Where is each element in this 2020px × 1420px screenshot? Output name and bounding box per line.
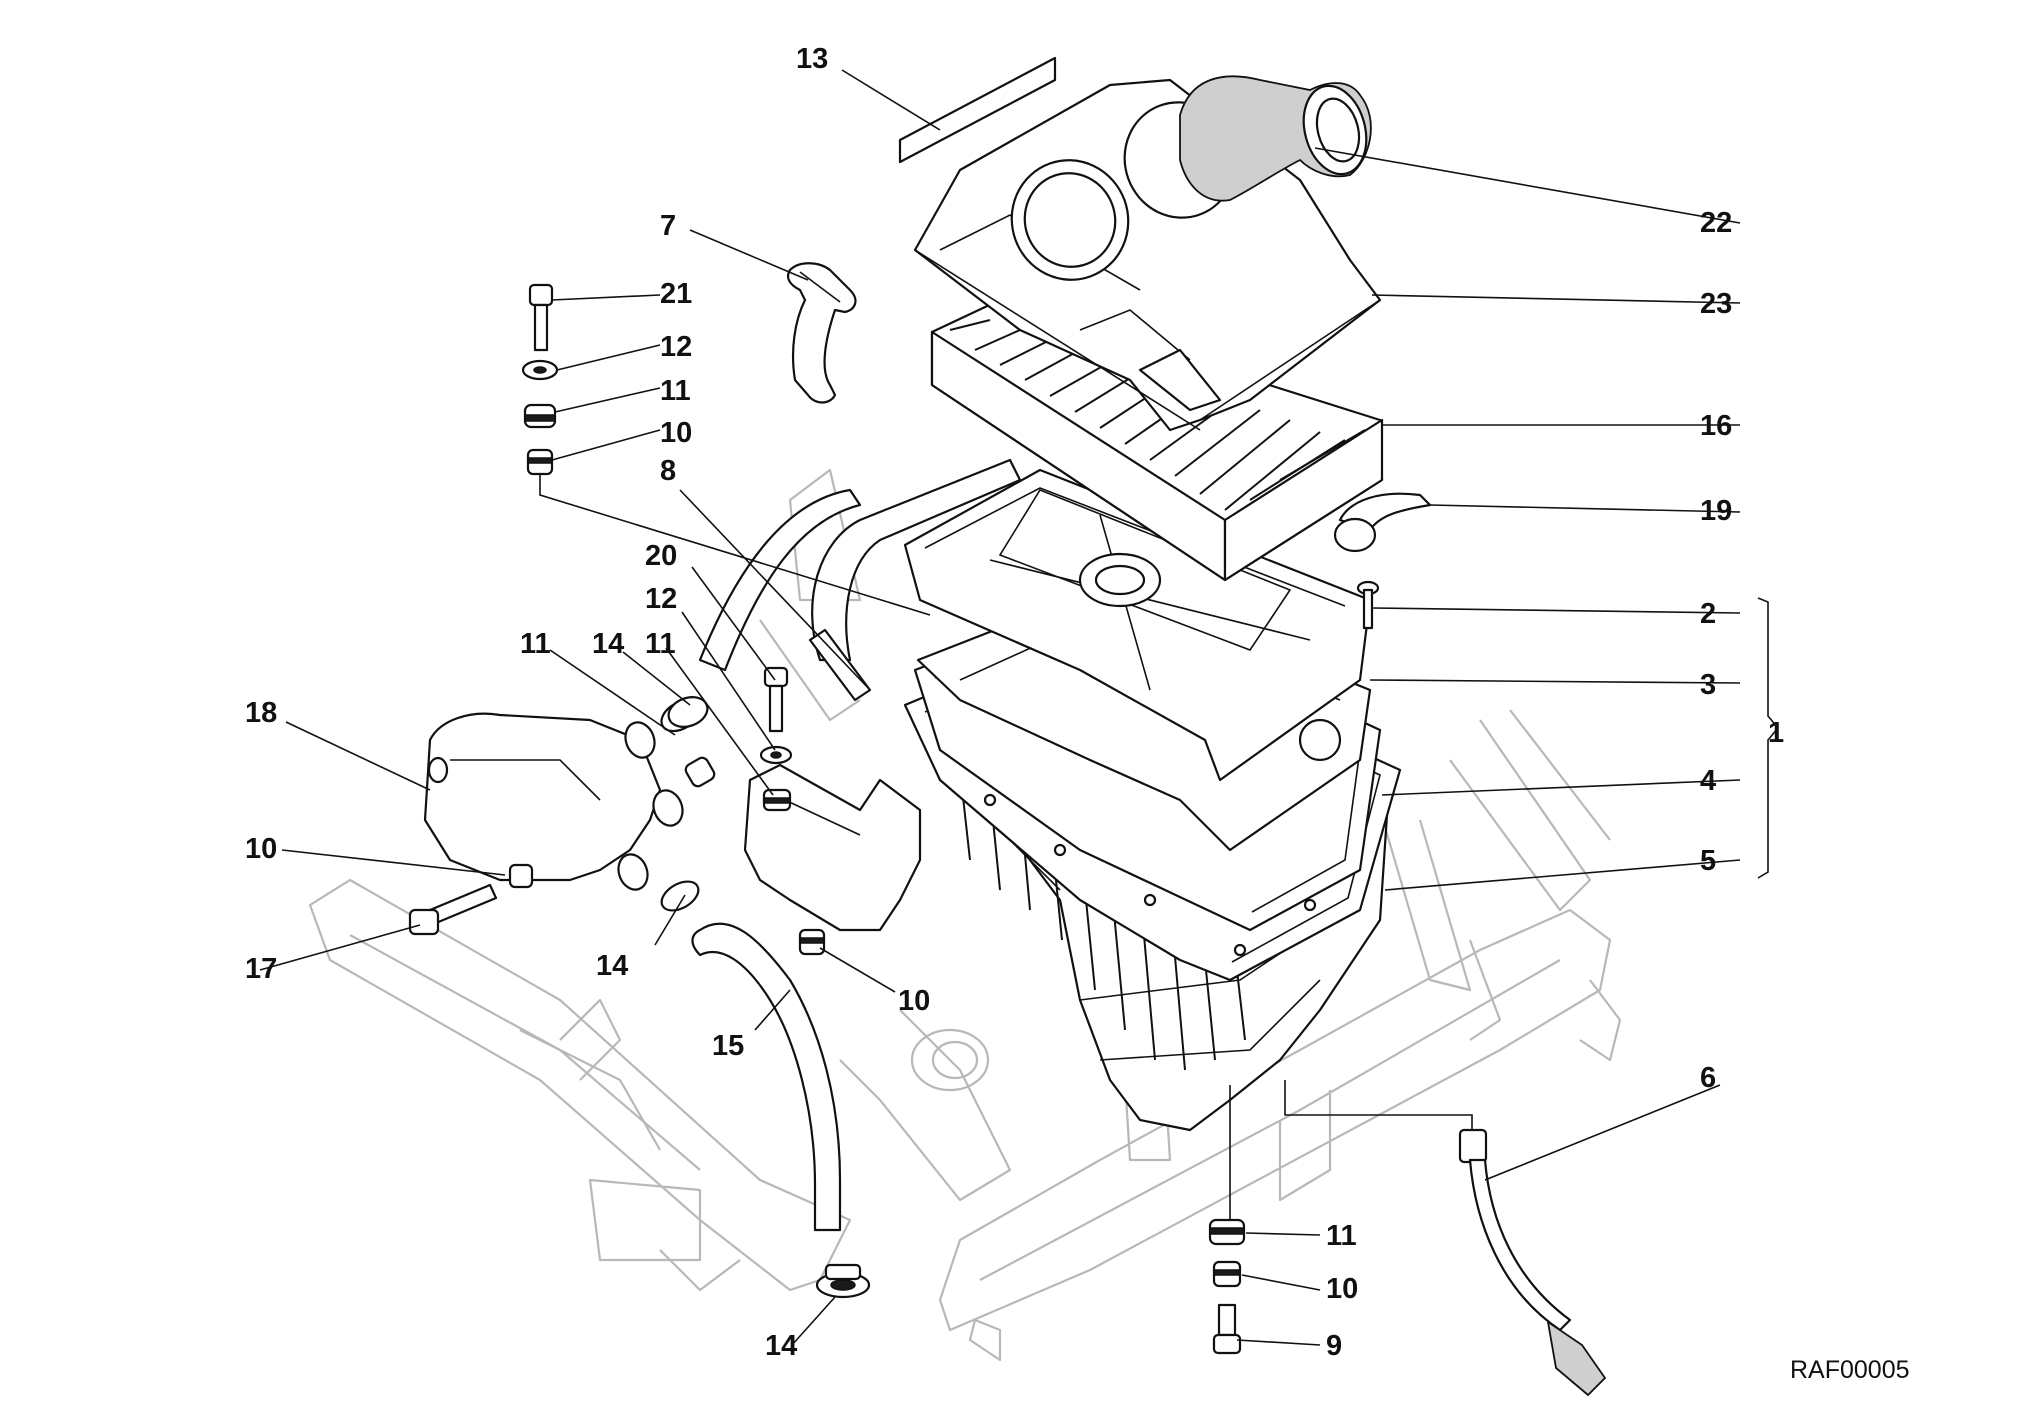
drain-tube-6 (1458, 1128, 1607, 1397)
callout-10-bracket: 10 (898, 985, 930, 1017)
hardware-10-under-bracket (798, 928, 826, 956)
callout-16: 16 (1700, 410, 1732, 442)
callout-3: 3 (1700, 669, 1716, 701)
callout-1: 1 (1768, 717, 1784, 749)
callout-5: 5 (1700, 845, 1716, 877)
drawing-reference-code: RAF00005 (1790, 1356, 1910, 1384)
hardware-clip-14-bottom (815, 1263, 871, 1299)
callout-2: 2 (1700, 598, 1716, 630)
gasket-strip (898, 56, 1057, 164)
callout-8: 8 (660, 455, 676, 487)
callout-15: 15 (712, 1030, 744, 1062)
callout-23: 23 (1700, 288, 1732, 320)
hardware-18-side (408, 699, 716, 936)
vent-pipe (691, 922, 842, 1232)
callout-12-top: 12 (660, 331, 692, 363)
callout-labels: 1 2 3 4 5 6 7 8 9 10 10 10 10 11 11 11 1… (245, 43, 1910, 1384)
hardware-20-12-11 (759, 666, 793, 812)
callout-11-top: 11 (660, 375, 691, 407)
hardware-11-10-9-bottom (1208, 1218, 1246, 1355)
callout-17: 17 (245, 953, 277, 985)
callout-10-bottom: 10 (1326, 1273, 1358, 1305)
callout-19: 19 (1700, 495, 1732, 527)
callout-11-bottom: 11 (1326, 1220, 1357, 1252)
callout-6: 6 (1700, 1062, 1716, 1094)
hardware-19-hose (1333, 492, 1432, 553)
callout-9: 9 (1326, 1330, 1342, 1362)
intake-horn (1179, 75, 1372, 202)
filter-tray (903, 468, 1372, 782)
callout-20: 20 (645, 540, 677, 572)
resonator-box (423, 712, 684, 891)
callout-10-top: 10 (660, 417, 692, 449)
filter-element (930, 298, 1384, 582)
callout-7: 7 (660, 210, 676, 242)
callout-13: 13 (796, 43, 828, 75)
callout-11-mid: 11 (645, 628, 676, 660)
callout-14-mid: 14 (596, 950, 628, 982)
hardware-2-screw (1356, 580, 1380, 630)
callout-11-left: 11 (520, 628, 551, 660)
callout-14-bottom: 14 (765, 1330, 797, 1362)
hardware-21-12-11-10 (521, 283, 559, 476)
callout-14-top: 14 (592, 628, 624, 660)
callout-4: 4 (1700, 765, 1716, 797)
callout-18: 18 (245, 697, 277, 729)
retaining-strap (786, 262, 857, 404)
callout-12-mid: 12 (645, 583, 677, 615)
callout-21: 21 (660, 278, 692, 310)
callout-22: 22 (1700, 207, 1732, 239)
callout-10-left: 10 (245, 833, 277, 865)
leader-lines (259, 69, 1780, 1346)
